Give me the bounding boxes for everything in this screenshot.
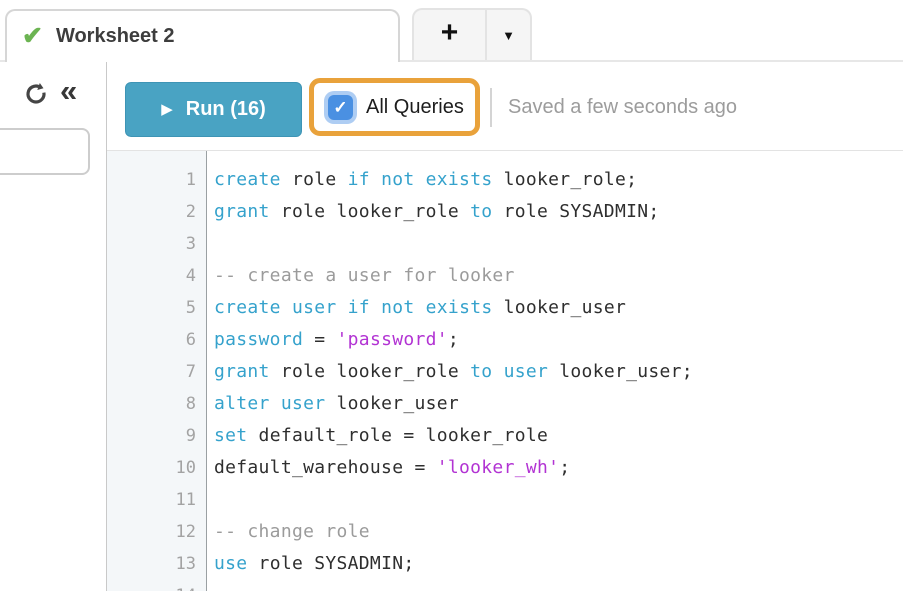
sidebar-divider xyxy=(106,62,107,591)
new-tab-button-group: + ▼ xyxy=(412,8,532,60)
saved-check-icon: ✔ xyxy=(22,22,43,50)
tab-worksheet-2[interactable]: ✔ Worksheet 2 xyxy=(5,9,400,62)
refresh-button[interactable] xyxy=(22,80,50,108)
worksheet-menu-button[interactable]: ▼ xyxy=(487,10,530,60)
line-number: 13 xyxy=(175,554,196,574)
all-queries-highlight: ✓ All Queries xyxy=(309,78,480,136)
line-number: 5 xyxy=(185,298,196,318)
line-number: 1 xyxy=(185,170,196,190)
toolbar-bottom-border xyxy=(107,150,903,151)
line-number: 6 xyxy=(185,330,196,350)
all-queries-label[interactable]: All Queries xyxy=(366,95,464,118)
code-line[interactable]: -- create a user for looker xyxy=(214,265,515,286)
line-number: 14 xyxy=(107,580,206,591)
collapse-sidebar-button[interactable]: « xyxy=(60,75,77,110)
code-line[interactable]: alter user looker_user xyxy=(214,393,460,414)
line-number: 4 xyxy=(185,266,196,286)
code-line[interactable]: create role if not exists looker_role; xyxy=(214,169,638,190)
line-number: 7 xyxy=(185,362,196,382)
line-number-gutter: 1234567891011121314 xyxy=(107,151,207,591)
play-icon: ▶ xyxy=(161,101,173,118)
code-line[interactable]: grant role looker_role to role SYSADMIN; xyxy=(214,201,660,222)
toolbar-divider xyxy=(490,88,492,127)
chevron-down-icon: ▼ xyxy=(502,27,515,43)
line-number: 10 xyxy=(175,458,196,478)
saved-status: Saved a few seconds ago xyxy=(508,96,738,118)
code-line[interactable]: -- change role xyxy=(214,521,370,542)
sidebar-search-box[interactable] xyxy=(0,128,90,175)
line-number: 3 xyxy=(185,234,196,254)
code-line[interactable] xyxy=(214,484,903,516)
run-button[interactable]: ▶ Run (16) xyxy=(125,82,302,137)
code-line[interactable]: grant role looker_role to user looker_us… xyxy=(214,361,693,382)
line-number: 12 xyxy=(175,522,196,542)
line-number: 9 xyxy=(185,426,196,446)
code-line[interactable] xyxy=(214,228,903,260)
double-chevron-left-icon: « xyxy=(60,73,78,108)
checkmark-icon: ✓ xyxy=(333,97,348,117)
code-line[interactable]: use role SYSADMIN; xyxy=(214,553,415,574)
new-worksheet-button[interactable]: + xyxy=(414,10,487,60)
tab-bar-border xyxy=(0,60,903,62)
code-line[interactable]: set default_role = looker_role xyxy=(214,425,549,446)
code-line[interactable]: password = 'password'; xyxy=(214,329,460,350)
sidebar-actions: « xyxy=(22,75,77,110)
line-number: 8 xyxy=(185,394,196,414)
line-number: 2 xyxy=(185,202,196,222)
run-button-label: Run (16) xyxy=(185,98,266,120)
tab-label: Worksheet 2 xyxy=(55,25,175,47)
plus-icon: + xyxy=(440,16,459,49)
code-line[interactable] xyxy=(214,580,903,591)
all-queries-checkbox[interactable]: ✓ xyxy=(328,94,353,120)
line-number: 11 xyxy=(175,490,196,510)
code-area[interactable]: create role if not exists looker_role;gr… xyxy=(207,151,903,591)
refresh-icon xyxy=(26,83,46,104)
sql-editor: 1234567891011121314 create role if not e… xyxy=(107,151,903,591)
code-line[interactable]: default_warehouse = 'looker_wh'; xyxy=(214,457,571,478)
code-line[interactable]: create user if not exists looker_user xyxy=(214,297,627,318)
